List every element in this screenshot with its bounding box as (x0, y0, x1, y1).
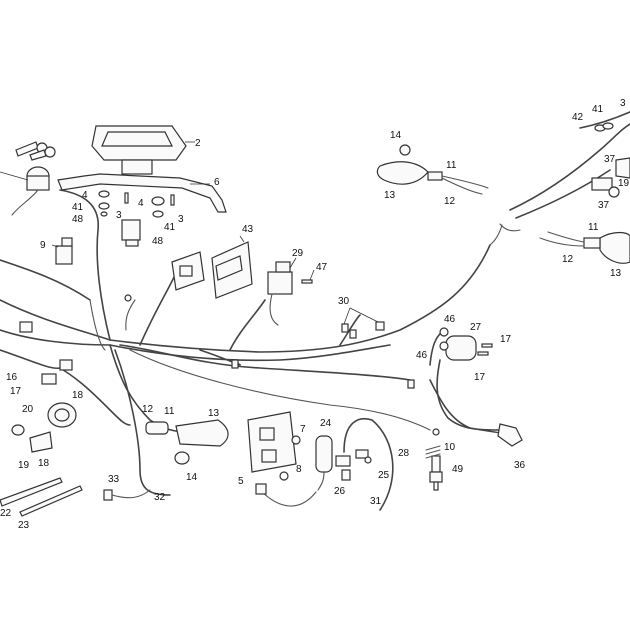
callout-17c: 17 (10, 386, 22, 397)
relay (267, 257, 297, 326)
callout-11a: 11 (446, 160, 457, 171)
main-wiring-harness (0, 189, 503, 496)
right-handlebar-harness (499, 111, 630, 232)
callout-14b: 14 (186, 472, 198, 483)
rear-turn-signal (145, 419, 229, 465)
callout-4b: 4 (138, 198, 144, 209)
ground-wire (103, 489, 151, 501)
screw-47 (301, 269, 315, 284)
callout-labels: 2 6 4 41 48 3 4 3 41 48 9 43 29 47 30 14… (0, 98, 630, 531)
callout-11c: 11 (164, 406, 175, 417)
callout-26: 26 (334, 486, 346, 497)
regulator-connector (171, 251, 205, 291)
ignition-switch (11, 166, 50, 216)
control-unit (211, 235, 253, 299)
right-switch-grip (591, 157, 630, 198)
callout-19a: 19 (618, 178, 630, 189)
callout-46a: 46 (444, 314, 456, 325)
callout-48b: 48 (152, 236, 164, 247)
mounting-bracket (57, 173, 227, 213)
callout-42: 42 (572, 112, 584, 123)
sensor-assembly (335, 418, 394, 511)
callout-24: 24 (320, 418, 332, 429)
callout-33: 33 (108, 474, 120, 485)
callout-47: 47 (316, 262, 328, 273)
callout-37a: 37 (604, 154, 616, 165)
callout-3c: 3 (620, 98, 626, 109)
connector-cluster (341, 307, 385, 339)
callout-37b: 37 (598, 200, 610, 211)
callout-2: 2 (195, 138, 201, 149)
callout-29: 29 (292, 248, 304, 259)
mirror-hardware (594, 122, 614, 132)
wire-loop-5 (255, 483, 317, 507)
small-bulb (11, 424, 25, 436)
callout-32: 32 (154, 492, 166, 503)
callout-28: 28 (398, 448, 410, 459)
callout-49: 49 (452, 464, 464, 475)
callout-41b: 41 (164, 222, 176, 233)
harness-end-connectors (124, 294, 440, 436)
callout-43: 43 (242, 224, 254, 235)
callout-13b: 13 (610, 268, 622, 279)
callout-12b: 12 (562, 254, 574, 265)
callout-18b: 18 (38, 458, 50, 469)
callout-8: 8 (296, 464, 302, 475)
callout-13c: 13 (208, 408, 220, 419)
callout-17a: 17 (500, 334, 512, 345)
callout-16: 16 (6, 372, 18, 383)
front-left-turn-signal (376, 144, 489, 195)
callout-10: 10 (444, 442, 456, 453)
callout-25: 25 (378, 470, 390, 481)
callout-14a: 14 (390, 130, 402, 141)
relay-bracket (247, 411, 301, 481)
callout-18a: 18 (72, 390, 84, 401)
spark-plug-cap (436, 359, 523, 447)
callout-13a: 13 (384, 190, 396, 201)
callout-48a: 48 (72, 214, 84, 225)
ignition-coil (439, 327, 493, 361)
callout-31: 31 (370, 496, 382, 507)
callout-6: 6 (214, 177, 220, 188)
callout-7: 7 (300, 424, 306, 435)
keys (15, 141, 56, 161)
callout-12a: 12 (444, 196, 456, 207)
left-connectors (19, 321, 73, 385)
callout-9: 9 (40, 240, 46, 251)
fuse-holder (315, 435, 333, 491)
spark-plug (425, 445, 443, 491)
callout-11b: 11 (588, 222, 599, 233)
callout-41c: 41 (592, 104, 604, 115)
callout-22: 22 (0, 508, 12, 519)
bracket-hardware-right (151, 194, 175, 218)
front-right-turn-signal (539, 231, 630, 264)
connector-block (51, 237, 73, 265)
instrument-cluster (91, 125, 195, 175)
callout-12c: 12 (142, 404, 154, 415)
callout-17b: 17 (474, 372, 486, 383)
callout-20: 20 (22, 404, 34, 415)
callout-3b: 3 (178, 214, 184, 225)
callout-46b: 46 (416, 350, 428, 361)
callout-27: 27 (470, 322, 482, 333)
callout-30: 30 (338, 296, 350, 307)
callout-3a: 3 (116, 210, 122, 221)
callout-36: 36 (514, 460, 526, 471)
callout-19b: 19 (18, 460, 30, 471)
left-switch-assembly (29, 402, 77, 453)
relay-connector (121, 219, 141, 247)
cable-tie-22 (0, 477, 63, 507)
bracket-hardware-left (98, 190, 129, 217)
callout-41a: 41 (72, 202, 84, 213)
callout-4a: 4 (82, 190, 88, 201)
callout-5: 5 (238, 476, 244, 487)
cable-tie-23 (19, 485, 83, 517)
callout-23: 23 (18, 520, 30, 531)
